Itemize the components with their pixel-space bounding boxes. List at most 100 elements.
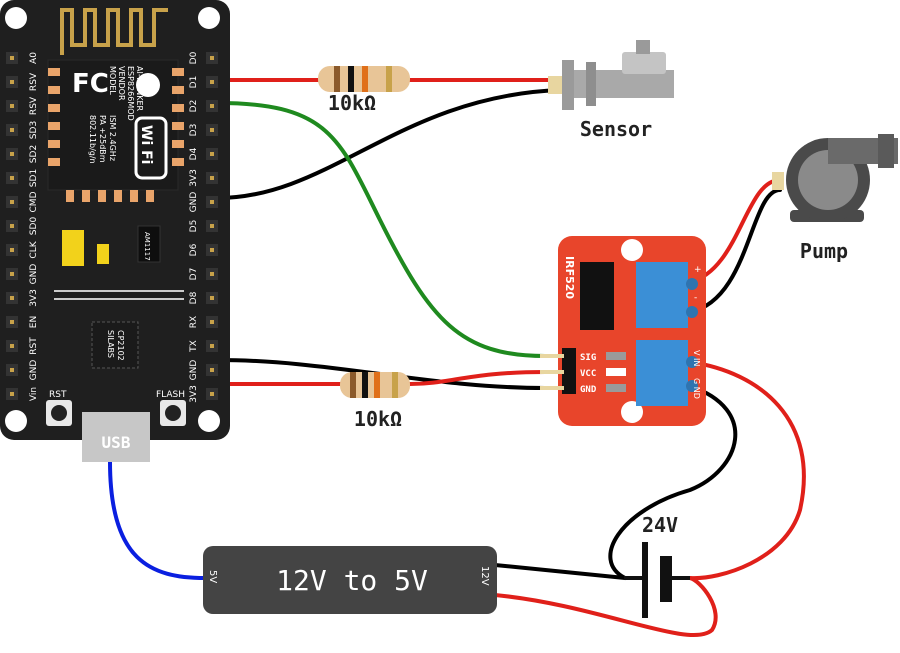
mosfet-module: IRF520 + - V IN G ND SIG VCC GND (540, 236, 706, 426)
buck-converter: 12V to 5V 5V 12V (203, 546, 497, 614)
right-pin-contact (210, 296, 214, 300)
battery-label: 24V (642, 513, 678, 537)
mount-hole (5, 410, 27, 432)
resistor-top-label: 10kΩ (328, 91, 376, 115)
left-pin-contact (10, 392, 14, 396)
left-pin-contact (10, 320, 14, 324)
pump-label: Pump (800, 239, 848, 263)
right-pin-label: D5 (189, 220, 199, 233)
wire-gnd-to-sensor-black (216, 88, 562, 200)
mosfet-header (562, 348, 576, 394)
left-pin-label: RSV (29, 72, 39, 91)
resistor-top: 10kΩ (318, 66, 410, 115)
capacitor-yellow-small (97, 244, 109, 264)
mount-hole (198, 7, 220, 29)
right-pin-contact (210, 128, 214, 132)
terminal-vin-label: V IN (692, 350, 701, 366)
regulator-text: AM1117 (143, 232, 151, 261)
mosfet-plus: + (694, 265, 702, 275)
terminal-power[interactable] (636, 340, 688, 406)
module-text-line: ESP8266MOD (126, 66, 135, 121)
left-pin-label: RST (29, 337, 39, 355)
right-pin-contact (210, 200, 214, 204)
wire-pump-black (688, 188, 782, 314)
rst-button-cap (51, 405, 67, 421)
wire-mosfet-vin-red (688, 360, 806, 581)
right-pin-label: D2 (189, 100, 199, 113)
left-pin-contact (10, 176, 14, 180)
right-pin-label: RX (189, 316, 199, 328)
battery-plate-long (642, 542, 648, 618)
wire-resistor-to-vcc-red (408, 370, 547, 386)
usb-chip-text: SILABS (106, 330, 115, 358)
capacitor-yellow (62, 230, 84, 266)
left-pin-label: GND (29, 360, 39, 381)
right-pin-label: TX (189, 340, 199, 353)
flash-button-cap (165, 405, 181, 421)
right-pin-contact (210, 368, 214, 372)
converter-body (203, 546, 497, 614)
wire-converter-red (493, 576, 718, 638)
left-pin-contact (10, 152, 14, 156)
mosfet-name: IRF520 (563, 256, 576, 299)
battery-plate-short (660, 556, 672, 602)
left-pin-contact (10, 368, 14, 372)
right-pin-contact (210, 320, 214, 324)
module-text-line: VENDOR (117, 66, 126, 101)
logo-icon (136, 73, 160, 97)
right-pin-label: GND (189, 192, 199, 213)
right-pin-contact (210, 176, 214, 180)
wire-converter-black (493, 563, 627, 580)
converter-in-label: 12V (479, 566, 490, 586)
left-pin-label: Vin (29, 387, 39, 401)
wire-mosfet-gnd-black (608, 384, 738, 580)
right-pin-label: D3 (189, 124, 199, 137)
left-pin-label: 3V3 (29, 289, 39, 307)
sensor-label: Sensor (580, 117, 652, 141)
wifi-logo (134, 116, 168, 180)
left-pin-label: SD1 (29, 169, 39, 187)
right-pin-label: D8 (189, 291, 199, 304)
left-pin-contact (10, 56, 14, 60)
terminal-gnd-label: G ND (692, 378, 701, 399)
right-pin-contact (210, 56, 214, 60)
right-pin-contact (210, 272, 214, 276)
pcb-dots (54, 290, 184, 300)
resistor-bottom-label: 10kΩ (354, 407, 402, 431)
left-pin-contact (10, 224, 14, 228)
left-pin-contact (10, 296, 14, 300)
left-pin-label: CMD (29, 191, 39, 212)
voltage-regulator (137, 225, 161, 263)
right-pin-label: D4 (189, 147, 199, 160)
left-pin-label: SD2 (29, 145, 39, 163)
left-pin-header: A0RSVRSVSD3SD2SD1CMDSD0CLKGND3V3ENRSTGND… (6, 52, 39, 401)
right-pin-contact (210, 392, 214, 396)
right-pin-label: 3V3 (189, 169, 199, 187)
wifi-mark: Wi Fi (138, 125, 154, 164)
terminal-load[interactable] (636, 262, 688, 328)
left-pin-label: RSV (29, 96, 39, 115)
float-sensor: Sensor (548, 40, 674, 141)
right-pin-contact (210, 104, 214, 108)
nodemcu-board: FC MODEL VENDOR ESP8266MOD AI-THINKER IS… (0, 0, 230, 462)
left-pin-label: EN (29, 316, 39, 328)
mosfet-pin-vcc: VCC (580, 369, 596, 379)
left-pin-label: CLK (29, 240, 39, 258)
pump: Pump (772, 134, 898, 263)
converter-out-label: 5V (207, 570, 218, 583)
usb-label: USB (102, 433, 131, 452)
left-pin-contact (10, 128, 14, 132)
left-pin-label: GND (29, 264, 39, 285)
left-pin-contact (10, 200, 14, 204)
usb-chip-text: CP2102 (116, 330, 125, 361)
converter-label: 12V to 5V (276, 564, 428, 597)
wire-usb-blue (108, 460, 207, 580)
right-pin-contact (210, 80, 214, 84)
battery: 24V (624, 513, 690, 618)
left-pin-contact (10, 344, 14, 348)
left-pin-label: SD0 (29, 217, 39, 236)
right-pin-label: D1 (189, 76, 199, 89)
usb-serial-chip (91, 321, 139, 369)
